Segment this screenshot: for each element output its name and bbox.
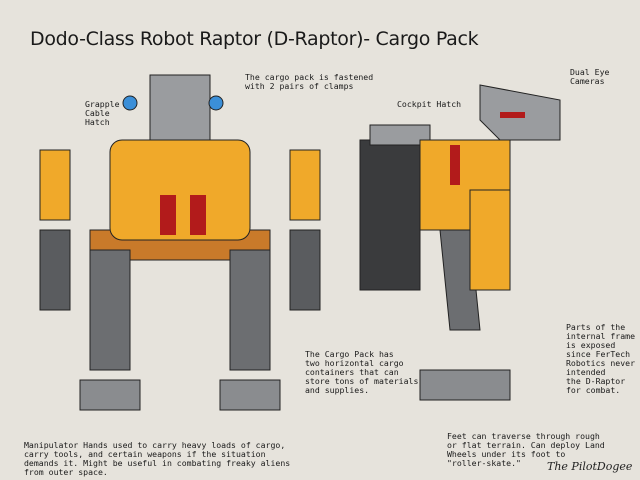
- front-view-robot: [39, 74, 321, 411]
- grapple-hatch-annotation: Grapple Cable Hatch: [85, 99, 120, 127]
- internal-frame-annotation: Parts of the internal frame is exposed s…: [566, 322, 636, 395]
- cargo-pack-annotation: The Cargo Pack has two horizontal cargo …: [305, 349, 419, 395]
- cameras-annotation: Dual Eye Cameras: [570, 67, 610, 86]
- page-title: Dodo-Class Robot Raptor (D-Raptor)- Carg…: [30, 28, 479, 50]
- cockpit-hatch-annotation: Cockpit Hatch: [397, 99, 462, 109]
- feet-annotation: Feet can traverse through rough or flat …: [447, 431, 605, 468]
- manipulator-hands-annotation: Manipulator Hands used to carry heavy lo…: [24, 440, 291, 477]
- cargo-fastened-annotation: The cargo pack is fastened with 2 pairs …: [245, 72, 374, 91]
- side-view-robot: [359, 84, 561, 401]
- artist-signature: The PilotDogee: [547, 460, 633, 473]
